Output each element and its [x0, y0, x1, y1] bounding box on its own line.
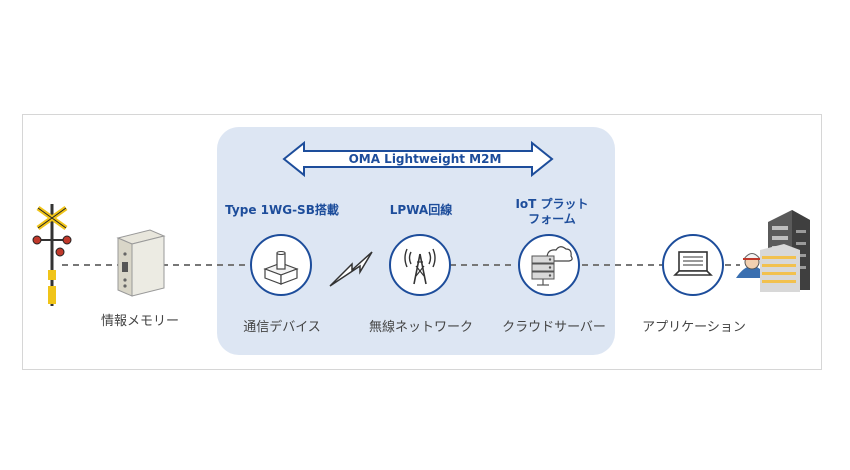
- radio-tower-icon: [404, 248, 436, 285]
- protocol-label: OMA Lightweight M2M: [348, 152, 502, 166]
- network-node: [389, 234, 451, 296]
- application-node: [662, 234, 724, 296]
- network-top-label: LPWA回線: [389, 203, 453, 217]
- railroad-crossing-icon: [32, 204, 72, 306]
- network-bottom-label: 無線ネットワーク: [368, 320, 473, 335]
- office-building-icon: [760, 210, 810, 292]
- server-top-label-line1: IoT プラット: [515, 197, 589, 211]
- device-bottom-label: 通信デバイス: [243, 320, 321, 335]
- protocol-double-arrow: [282, 140, 554, 178]
- device-module-icon: [263, 251, 299, 285]
- server-bottom-label: クラウドサーバー: [502, 320, 606, 335]
- lightning-bolt-icon: [329, 251, 373, 287]
- laptop-icon: [673, 251, 713, 276]
- device-node: [250, 234, 312, 296]
- info-memory-box-icon: [116, 229, 166, 297]
- cloud-server-icon: [531, 246, 573, 286]
- application-bottom-label: アプリケーション: [642, 320, 746, 335]
- device-top-label: Type 1WG-SB搭載: [225, 203, 339, 217]
- server-node: [518, 234, 580, 296]
- memory-label: 情報メモリー: [100, 314, 179, 329]
- server-top-label-line2: フォーム: [528, 212, 576, 226]
